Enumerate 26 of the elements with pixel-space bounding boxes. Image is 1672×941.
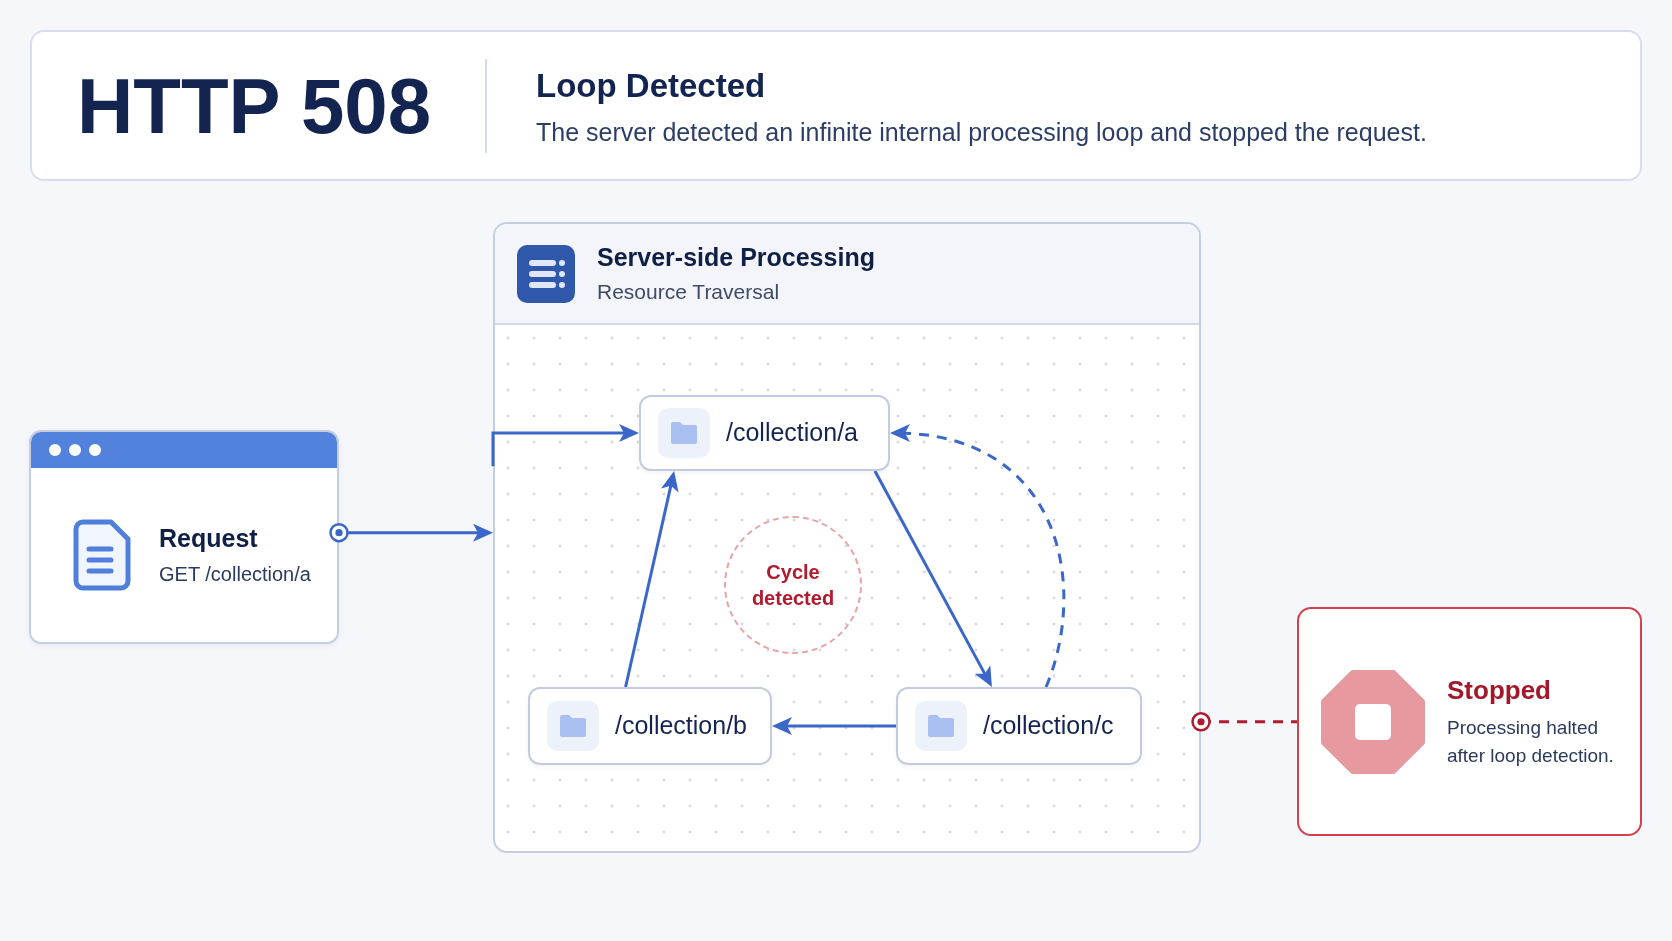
node-label: /collection/c (983, 710, 1114, 742)
status-code-title: HTTP 508 (77, 67, 432, 145)
node-subtitle: GET /collection/a (159, 562, 311, 588)
dashed-arrow (890, 425, 1066, 688)
request-window (29, 430, 339, 644)
folder-node (528, 687, 772, 765)
alert-text: Processing halted after loop detection. (1447, 716, 1615, 768)
panel-subtitle: Resource Traversal (597, 279, 781, 305)
dashed-connector (1191, 712, 1297, 732)
status-heading: Loop Detected (536, 69, 767, 102)
node-title: Request (159, 522, 259, 554)
arrow (873, 470, 992, 687)
status-description: The server detected an infinite internal processing loop and stopped the request. (536, 120, 1427, 145)
arrow (624, 471, 679, 688)
alert-card (1297, 607, 1642, 836)
node-label: /collection/b (615, 710, 748, 742)
circle-label: Cycle detected (750, 560, 836, 611)
processing-panel (493, 222, 1201, 853)
folder-node (639, 395, 890, 471)
alert-title: Stopped (1447, 673, 1552, 707)
arrow (329, 522, 493, 543)
node-label: /collection/a (726, 417, 859, 449)
panel-title: Server-side Processing (597, 241, 875, 273)
arrow (491, 424, 639, 467)
arrow (772, 717, 896, 735)
folder-node (896, 687, 1142, 765)
